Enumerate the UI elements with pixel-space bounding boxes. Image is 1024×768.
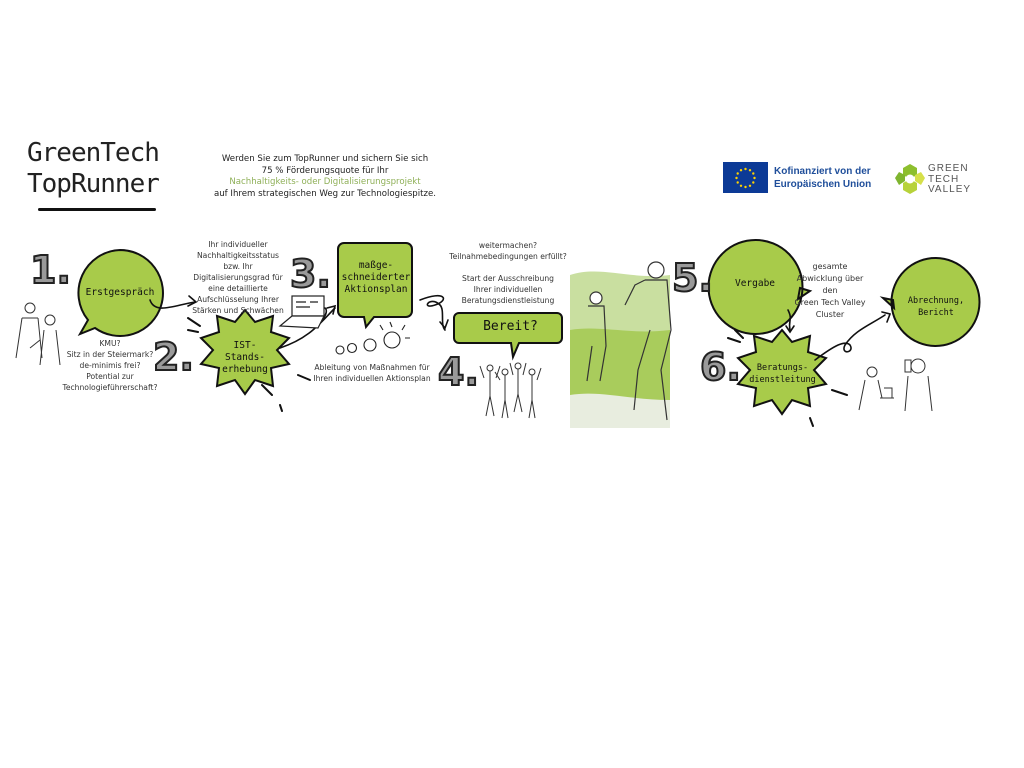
- note-line: Green Tech Valley: [794, 298, 866, 307]
- step6-label-line: Beratungs-: [756, 363, 809, 373]
- note-line: Ihren individuellen Aktionsplan: [313, 374, 431, 383]
- title: GreenTech TopRunner: [27, 138, 160, 200]
- title-line-1: GreenTech: [27, 138, 160, 168]
- step2-notes: Ihr individueller Nachhaltigkeitsstatus …: [183, 239, 293, 316]
- step5-speech-bubble: [707, 238, 813, 336]
- note-line: Ihr individueller: [208, 240, 268, 249]
- eu-line: Europäischen Union: [774, 179, 872, 190]
- gtv-line: VALLEY: [928, 184, 972, 195]
- step4-notes: weitermachen? Teilnahmebedingungen erfül…: [448, 240, 568, 306]
- step-number-3: 3.: [289, 251, 332, 297]
- note-line: Technologieführerschaft?: [62, 383, 158, 392]
- step2-starburst: [199, 308, 291, 396]
- note-line: weitermachen?: [478, 241, 538, 250]
- step1-notes: KMU? Sitz in der Steiermark? de-minimis …: [50, 338, 170, 393]
- step1-speech-bubble: [77, 248, 164, 337]
- note-spacer: [448, 262, 568, 273]
- step7-label-line: Bericht: [918, 308, 954, 318]
- intro-line: 75 % Förderungsquote für Ihr: [261, 165, 389, 176]
- note-line: gesamte: [812, 262, 848, 271]
- note-line: Beratungsdienstleistung: [461, 296, 555, 305]
- note-line: Ihrer individuellen: [473, 285, 543, 294]
- step6-label-line: dienstleitung: [749, 375, 816, 385]
- people-sketch-consultation: [15, 302, 61, 366]
- note-line: Ableitung von Maßnahmen für: [314, 363, 430, 372]
- note-line: de-minimis frei?: [79, 361, 141, 370]
- step-number-4: 4.: [437, 349, 480, 395]
- runners-illustration: [570, 261, 672, 428]
- eu-flag-icon: [723, 162, 768, 193]
- intro-text: Werden Sie zum TopRunner und sichern Sie…: [195, 154, 455, 200]
- step2-label-line: IST-: [233, 340, 257, 351]
- note-line: Aufschlüsselung Ihrer: [197, 295, 279, 304]
- step1-label: Erstgespräch: [85, 287, 155, 298]
- note-line: Cluster: [815, 310, 845, 319]
- step7-speech-bubble: [879, 256, 981, 348]
- title-underline: [38, 208, 156, 211]
- lightbulbs-icon: [335, 321, 410, 355]
- step3-label-line: maßge-: [358, 260, 394, 271]
- intro-highlight: Nachhaltigkeits- oder Digitalisierungspr…: [229, 177, 421, 187]
- laptop-icon: [278, 295, 325, 329]
- step4-speech-box: [453, 312, 563, 361]
- note-line: Abwicklung über: [796, 274, 864, 283]
- step-number-6: 6.: [699, 344, 742, 390]
- step-number-5: 5.: [671, 255, 714, 301]
- note-line: Sitz in der Steiermark?: [66, 350, 154, 359]
- step5-label: Vergabe: [734, 278, 776, 289]
- intro-line: Werden Sie zum TopRunner und sichern Sie…: [221, 154, 429, 164]
- step5-notes: gesamte Abwicklung über den Green Tech V…: [790, 261, 870, 321]
- people-sketch-crowd: [479, 362, 542, 419]
- eu-line: Kofinanziert von der: [774, 166, 871, 177]
- gtv-line: GREEN: [928, 163, 969, 174]
- gtv-logo-text: GREEN TECH VALLEY: [928, 163, 972, 196]
- note-line: Digitalisierungsgrad für: [193, 273, 283, 282]
- step-number-2: 2.: [152, 334, 195, 380]
- note-line: den: [822, 286, 838, 295]
- eu-cofunding-text: Kofinanziert von der Europäischen Union: [774, 165, 871, 191]
- step3-label-line: schneiderter: [341, 272, 411, 283]
- step7-label-line: Abrechnung,: [907, 296, 965, 306]
- step2-label-line: erhebung: [222, 364, 268, 375]
- step3-speech-box: [337, 242, 413, 330]
- people-sketch-meeting: [858, 358, 933, 412]
- note-line: Teilnahmebedingungen erfüllt?: [449, 252, 567, 261]
- emphasis-strokes: [187, 317, 848, 427]
- intro-line: auf Ihrem strategischen Weg zur Technolo…: [213, 188, 437, 199]
- title-line-2: TopRunner: [27, 169, 160, 199]
- step3-notes: Ableitung von Maßnahmen für Ihren indivi…: [312, 362, 432, 384]
- step3-label-line: Aktionsplan: [344, 284, 408, 295]
- green-tech-valley-logo-icon: [895, 164, 925, 194]
- connector-arrow: [149, 299, 196, 309]
- note-line: Potential zur: [86, 372, 134, 381]
- step2-label-line: Stands-: [224, 352, 266, 363]
- note-line: Stärken und Schwächen: [192, 306, 284, 315]
- step-number-1: 1.: [29, 247, 72, 293]
- note-line: bzw. Ihr: [223, 262, 253, 271]
- connector-arrow: [814, 314, 886, 361]
- gtv-line: TECH: [928, 173, 960, 185]
- note-line: KMU?: [99, 339, 121, 348]
- connector-arrow: [419, 295, 446, 331]
- connector-arrow: [787, 309, 792, 331]
- note-line: eine detaillierte: [208, 284, 268, 293]
- note-line: Nachhaltigkeitsstatus: [197, 251, 279, 260]
- step4-label: Bereit?: [483, 319, 538, 334]
- step6-starburst: [736, 328, 828, 416]
- note-line: Start der Ausschreibung: [462, 274, 554, 283]
